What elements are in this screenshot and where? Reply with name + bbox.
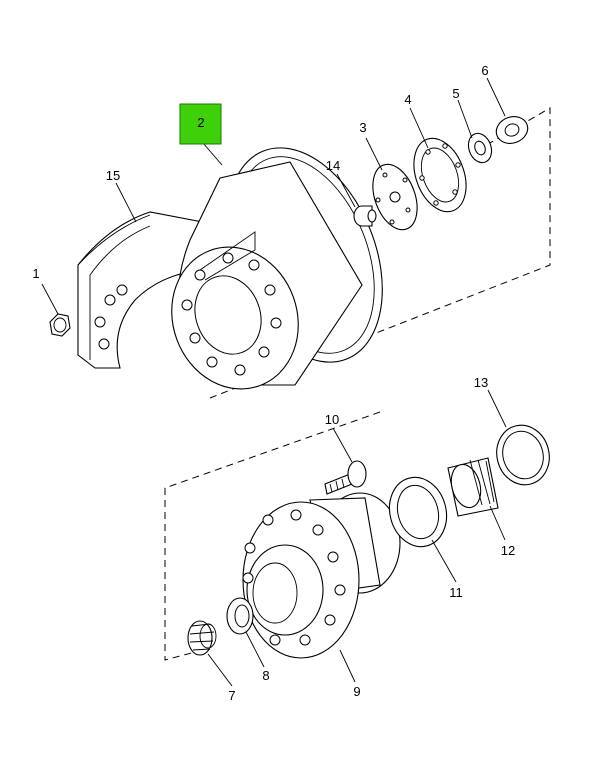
callout-9[interactable]: 9 [353,684,360,699]
lower-group-outline [164,411,381,661]
seal-ring[interactable] [493,112,532,147]
callout-12[interactable]: 12 [501,543,515,558]
callout-2[interactable]: 2 [197,115,204,130]
plug[interactable] [353,205,377,227]
callout-4[interactable]: 4 [404,92,411,107]
brake-drum[interactable] [152,125,412,407]
upper-group-outline [209,107,551,399]
bearing-seal[interactable] [226,597,254,635]
highlighted-callout-box[interactable] [179,103,222,145]
wheel-nut[interactable] [49,313,71,337]
callout-1[interactable]: 1 [32,266,39,281]
callout-8[interactable]: 8 [262,668,269,683]
callout-13[interactable]: 13 [474,375,488,390]
callout-5[interactable]: 5 [452,86,459,101]
wheel-hub[interactable] [242,492,401,659]
outer-bearing-cone[interactable] [187,620,217,656]
callout-3[interactable]: 3 [359,120,366,135]
gasket[interactable] [365,158,426,236]
callout-11[interactable]: 11 [449,585,463,600]
inner-bearing-cup[interactable] [382,471,454,553]
callout-6[interactable]: 6 [481,63,488,78]
callout-14[interactable]: 14 [326,158,340,173]
callout-10[interactable]: 10 [325,412,339,427]
callout-15[interactable]: 15 [106,168,120,183]
callout-7[interactable]: 7 [228,688,235,703]
wheel-stud[interactable] [324,460,367,495]
washer[interactable] [465,130,496,166]
hub-cap[interactable] [404,131,475,219]
leader-lines [41,77,507,687]
bearing-race[interactable] [490,419,556,490]
inner-bearing-cone[interactable] [447,457,499,517]
